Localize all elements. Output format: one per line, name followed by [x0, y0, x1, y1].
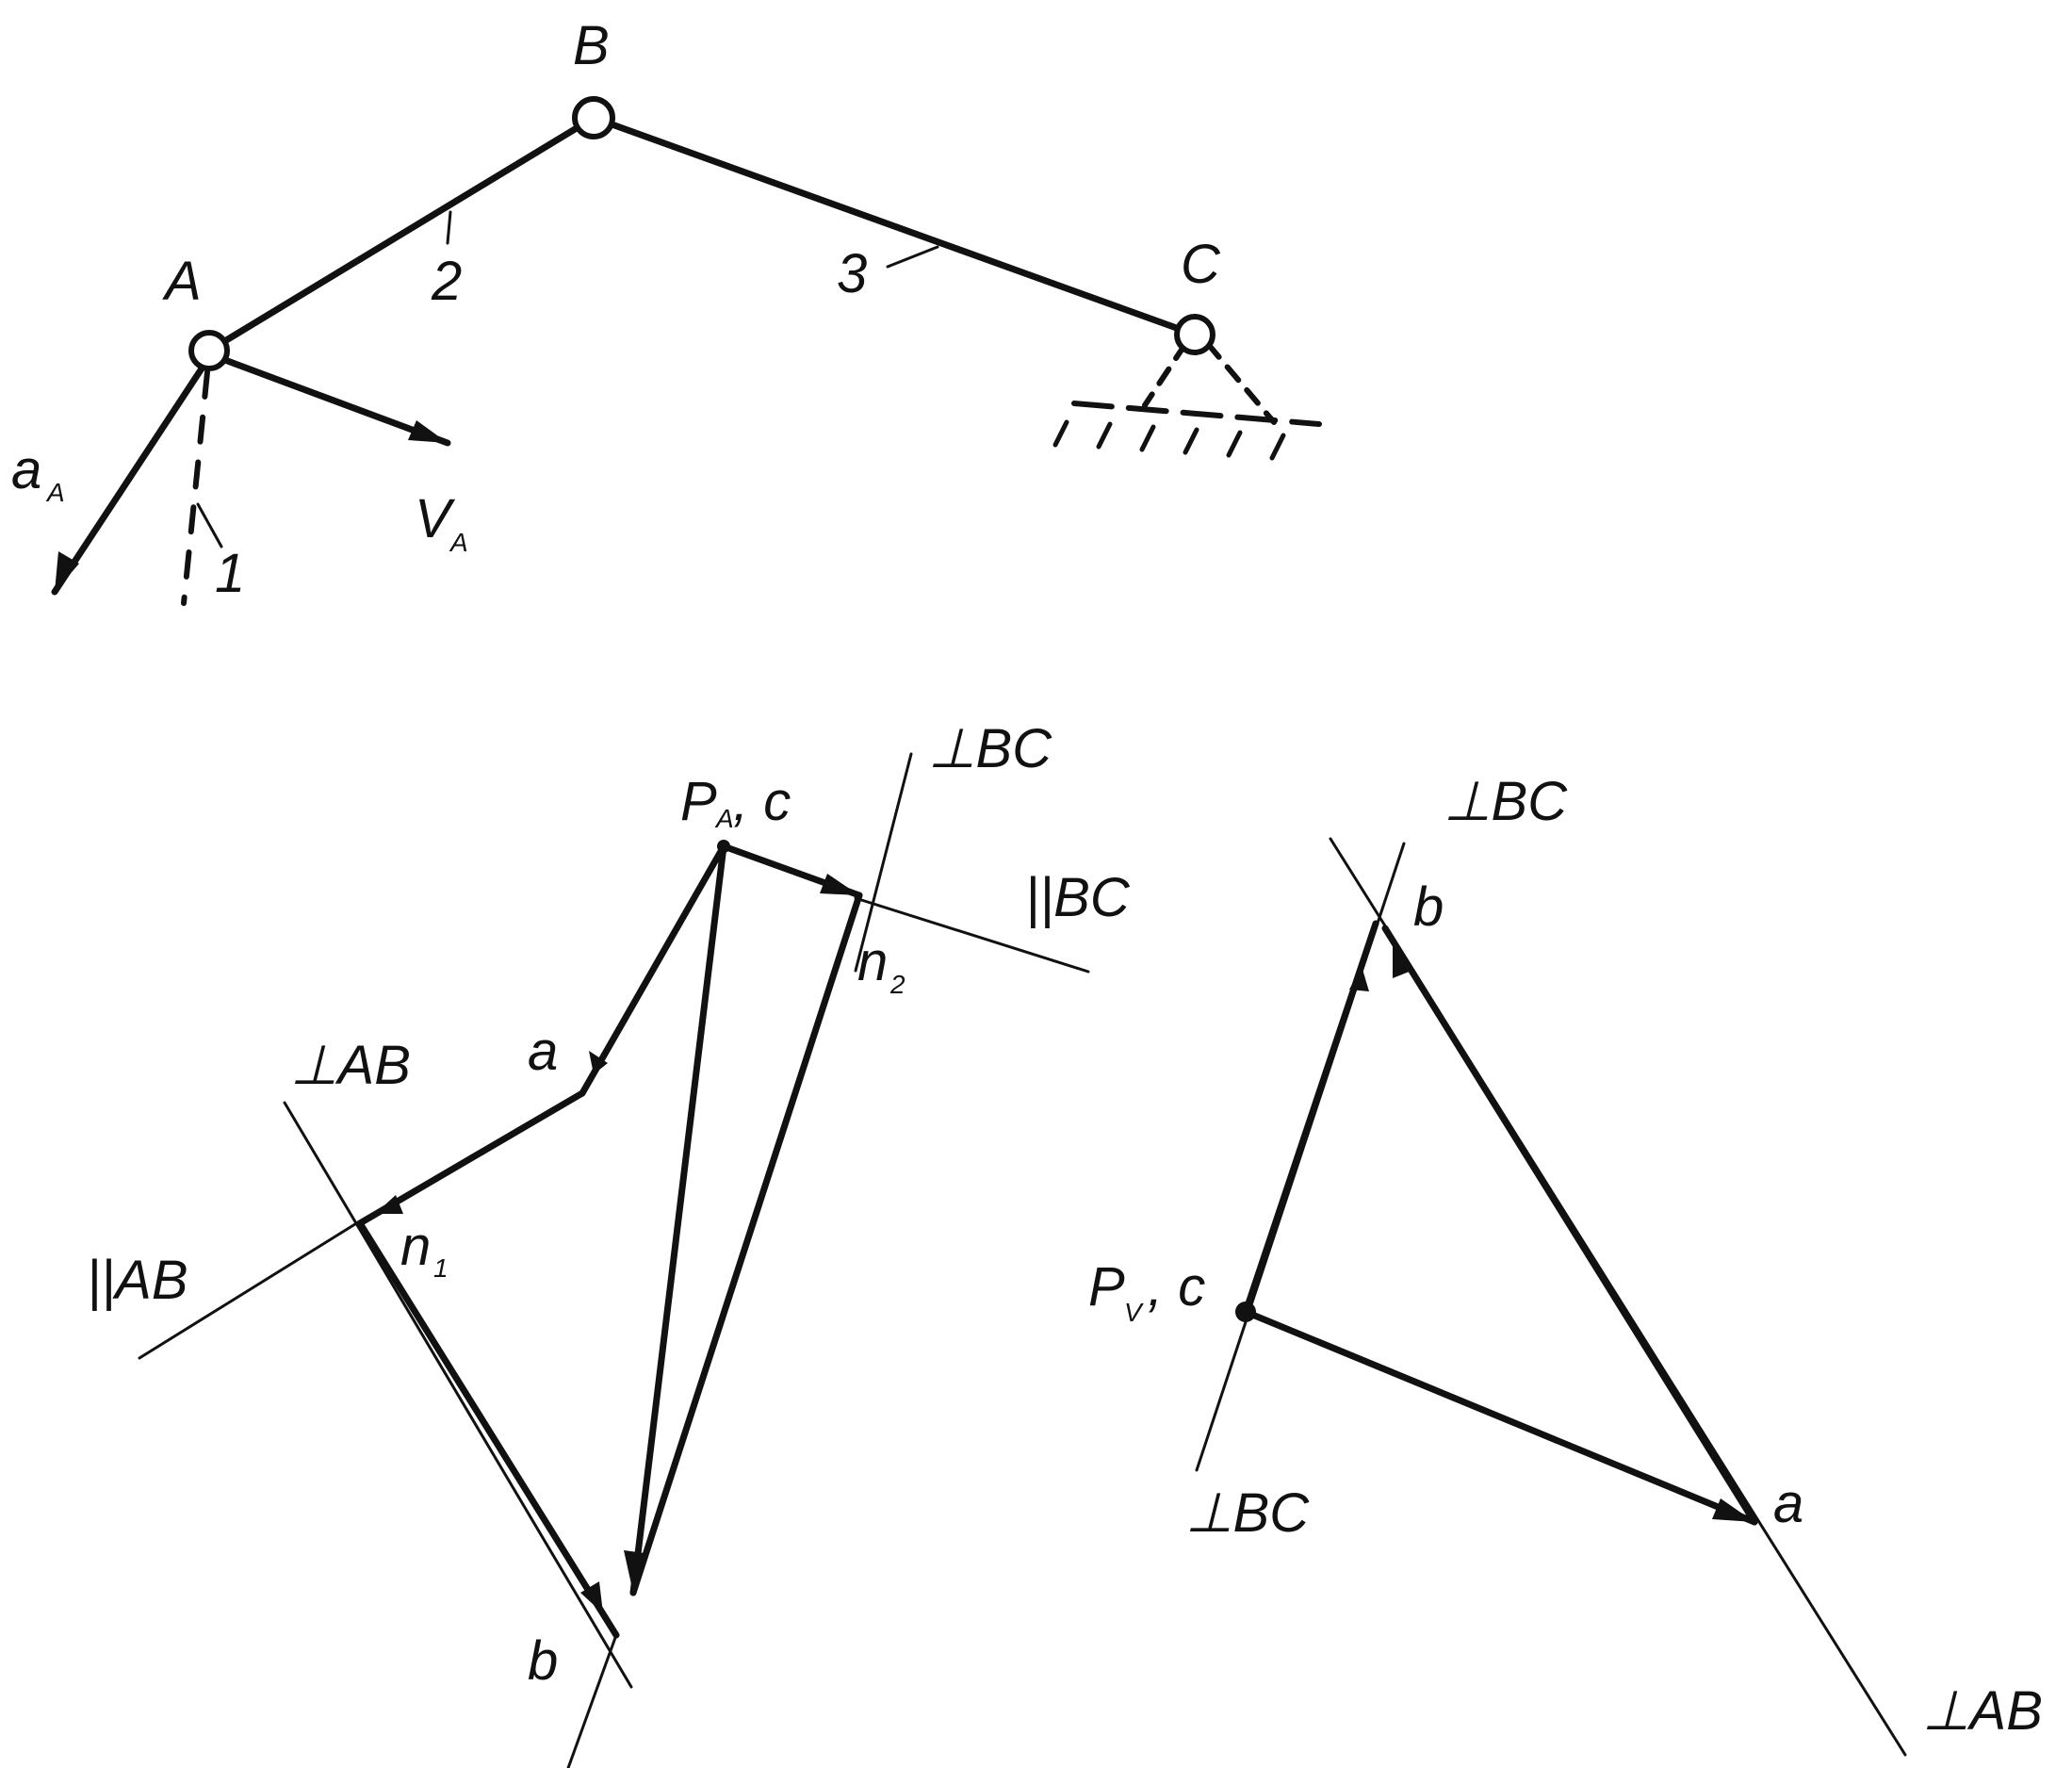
svg-text:V: V: [415, 488, 456, 549]
accel-pole-label: P A , c: [680, 771, 791, 833]
point-label-b: B: [573, 15, 610, 76]
svg-text:, c: , c: [1148, 1256, 1205, 1318]
ground-support: [1052, 341, 1322, 461]
svg-text:A: A: [714, 804, 734, 833]
accel-point-label-a: a: [528, 1021, 558, 1082]
svg-text:A: A: [45, 478, 65, 507]
vel-vector-a-b-arrowhead: [1393, 942, 1411, 978]
point-label-c: C: [1181, 234, 1221, 295]
vel-vector-pv-a: [1242, 1308, 1758, 1526]
accel-n2-label: n 2: [857, 931, 905, 999]
accel-vector-n1-b-arrowhead: [580, 1581, 603, 1613]
accel-label-aA: a A: [11, 439, 65, 507]
accel-line-par-ab: [138, 1220, 360, 1360]
vel-label-vA: V A: [415, 488, 468, 557]
point-label-a: A: [162, 251, 202, 312]
accel-vector-pa-b-arrowhead: [624, 1550, 644, 1593]
svg-text:P: P: [680, 771, 717, 832]
accel-vector-n2-b: [629, 892, 863, 1596]
svg-text:n: n: [857, 931, 888, 992]
link-label-1: 1: [215, 543, 245, 604]
link-3-leader: [886, 245, 939, 269]
svg-text:2: 2: [889, 970, 905, 999]
joint-c: [1174, 314, 1215, 355]
vel-vector-vA-arrowhead: [408, 420, 448, 443]
accel-line-perp-ab: [283, 1101, 633, 1689]
joint-b: [572, 96, 615, 139]
svg-text:, c: , c: [733, 771, 791, 832]
vel-vector-vA: [211, 352, 451, 447]
accel-n1-label: n 1: [400, 1216, 449, 1283]
vel-point-label-a: a: [1773, 1473, 1803, 1534]
accel-vector-n1-b: [356, 1220, 620, 1639]
svg-text:n: n: [400, 1216, 431, 1277]
accel-line-par-bc: [854, 896, 1090, 974]
mechanism: B A C 2 3 1 a A V A: [11, 15, 1322, 606]
accel-point-label-b: b: [528, 1630, 558, 1692]
svg-text:A: A: [449, 528, 468, 557]
svg-text:a: a: [11, 439, 41, 500]
accel-line-b-extension: [566, 1633, 618, 1768]
link-label-3: 3: [837, 243, 867, 304]
vel-perp-bc-top-label: ⊥BC: [1444, 771, 1568, 832]
accel-vector-pa-b: [629, 843, 727, 1596]
vel-perp-ab-label: ⊥AB: [1922, 1680, 2043, 1742]
vel-pole-dot: [1235, 1301, 1256, 1322]
vel-vector-pv-a-arrowhead: [1712, 1498, 1754, 1522]
accel-vector-aA: [51, 359, 209, 596]
accel-vector-pa-a-arrowhead: [589, 1051, 608, 1074]
vel-vector-a-b: [1381, 925, 1758, 1526]
link-1-leader: [196, 502, 223, 548]
vel-point-label-b: b: [1413, 876, 1444, 938]
accel-polygon: P A , c a b n 1 n 2 ⊥BC ||BC ⊥AB ||AB: [87, 718, 1131, 1768]
accel-par-bc-label: ||BC: [1025, 867, 1131, 928]
svg-text:V: V: [1124, 1298, 1144, 1327]
link-3-bc: [590, 114, 1199, 338]
accel-par-ab-label: ||AB: [87, 1250, 188, 1311]
accel-vector-a-n1-arrowhead: [375, 1195, 403, 1214]
joint-a: [188, 330, 230, 371]
link-2-leader: [446, 210, 452, 245]
accel-vector-aA-arrowhead: [55, 551, 79, 592]
accel-vector-pa-n2-arrowhead: [820, 874, 859, 895]
svg-text:P: P: [1088, 1256, 1125, 1318]
accel-vector-pa-a: [579, 843, 727, 1097]
accel-perp-ab-label: ⊥AB: [290, 1035, 411, 1096]
velocity-polygon: P V , c a b ⊥BC ⊥BC ⊥AB: [1088, 771, 2043, 1757]
accel-line-perp-bc: [854, 752, 913, 973]
vel-pole-label: P V , c: [1088, 1256, 1205, 1327]
vel-vector-pv-b-arrowhead: [1349, 966, 1369, 991]
vel-perp-bc-bottom-label: ⊥BC: [1185, 1482, 1310, 1544]
link-label-2: 2: [431, 251, 462, 312]
accel-perp-bc-label: ⊥BC: [928, 718, 1052, 779]
svg-text:1: 1: [433, 1253, 449, 1283]
link-2-ab: [205, 114, 597, 354]
link-1-crank: [181, 369, 210, 606]
accel-pole-dot: [717, 840, 730, 853]
